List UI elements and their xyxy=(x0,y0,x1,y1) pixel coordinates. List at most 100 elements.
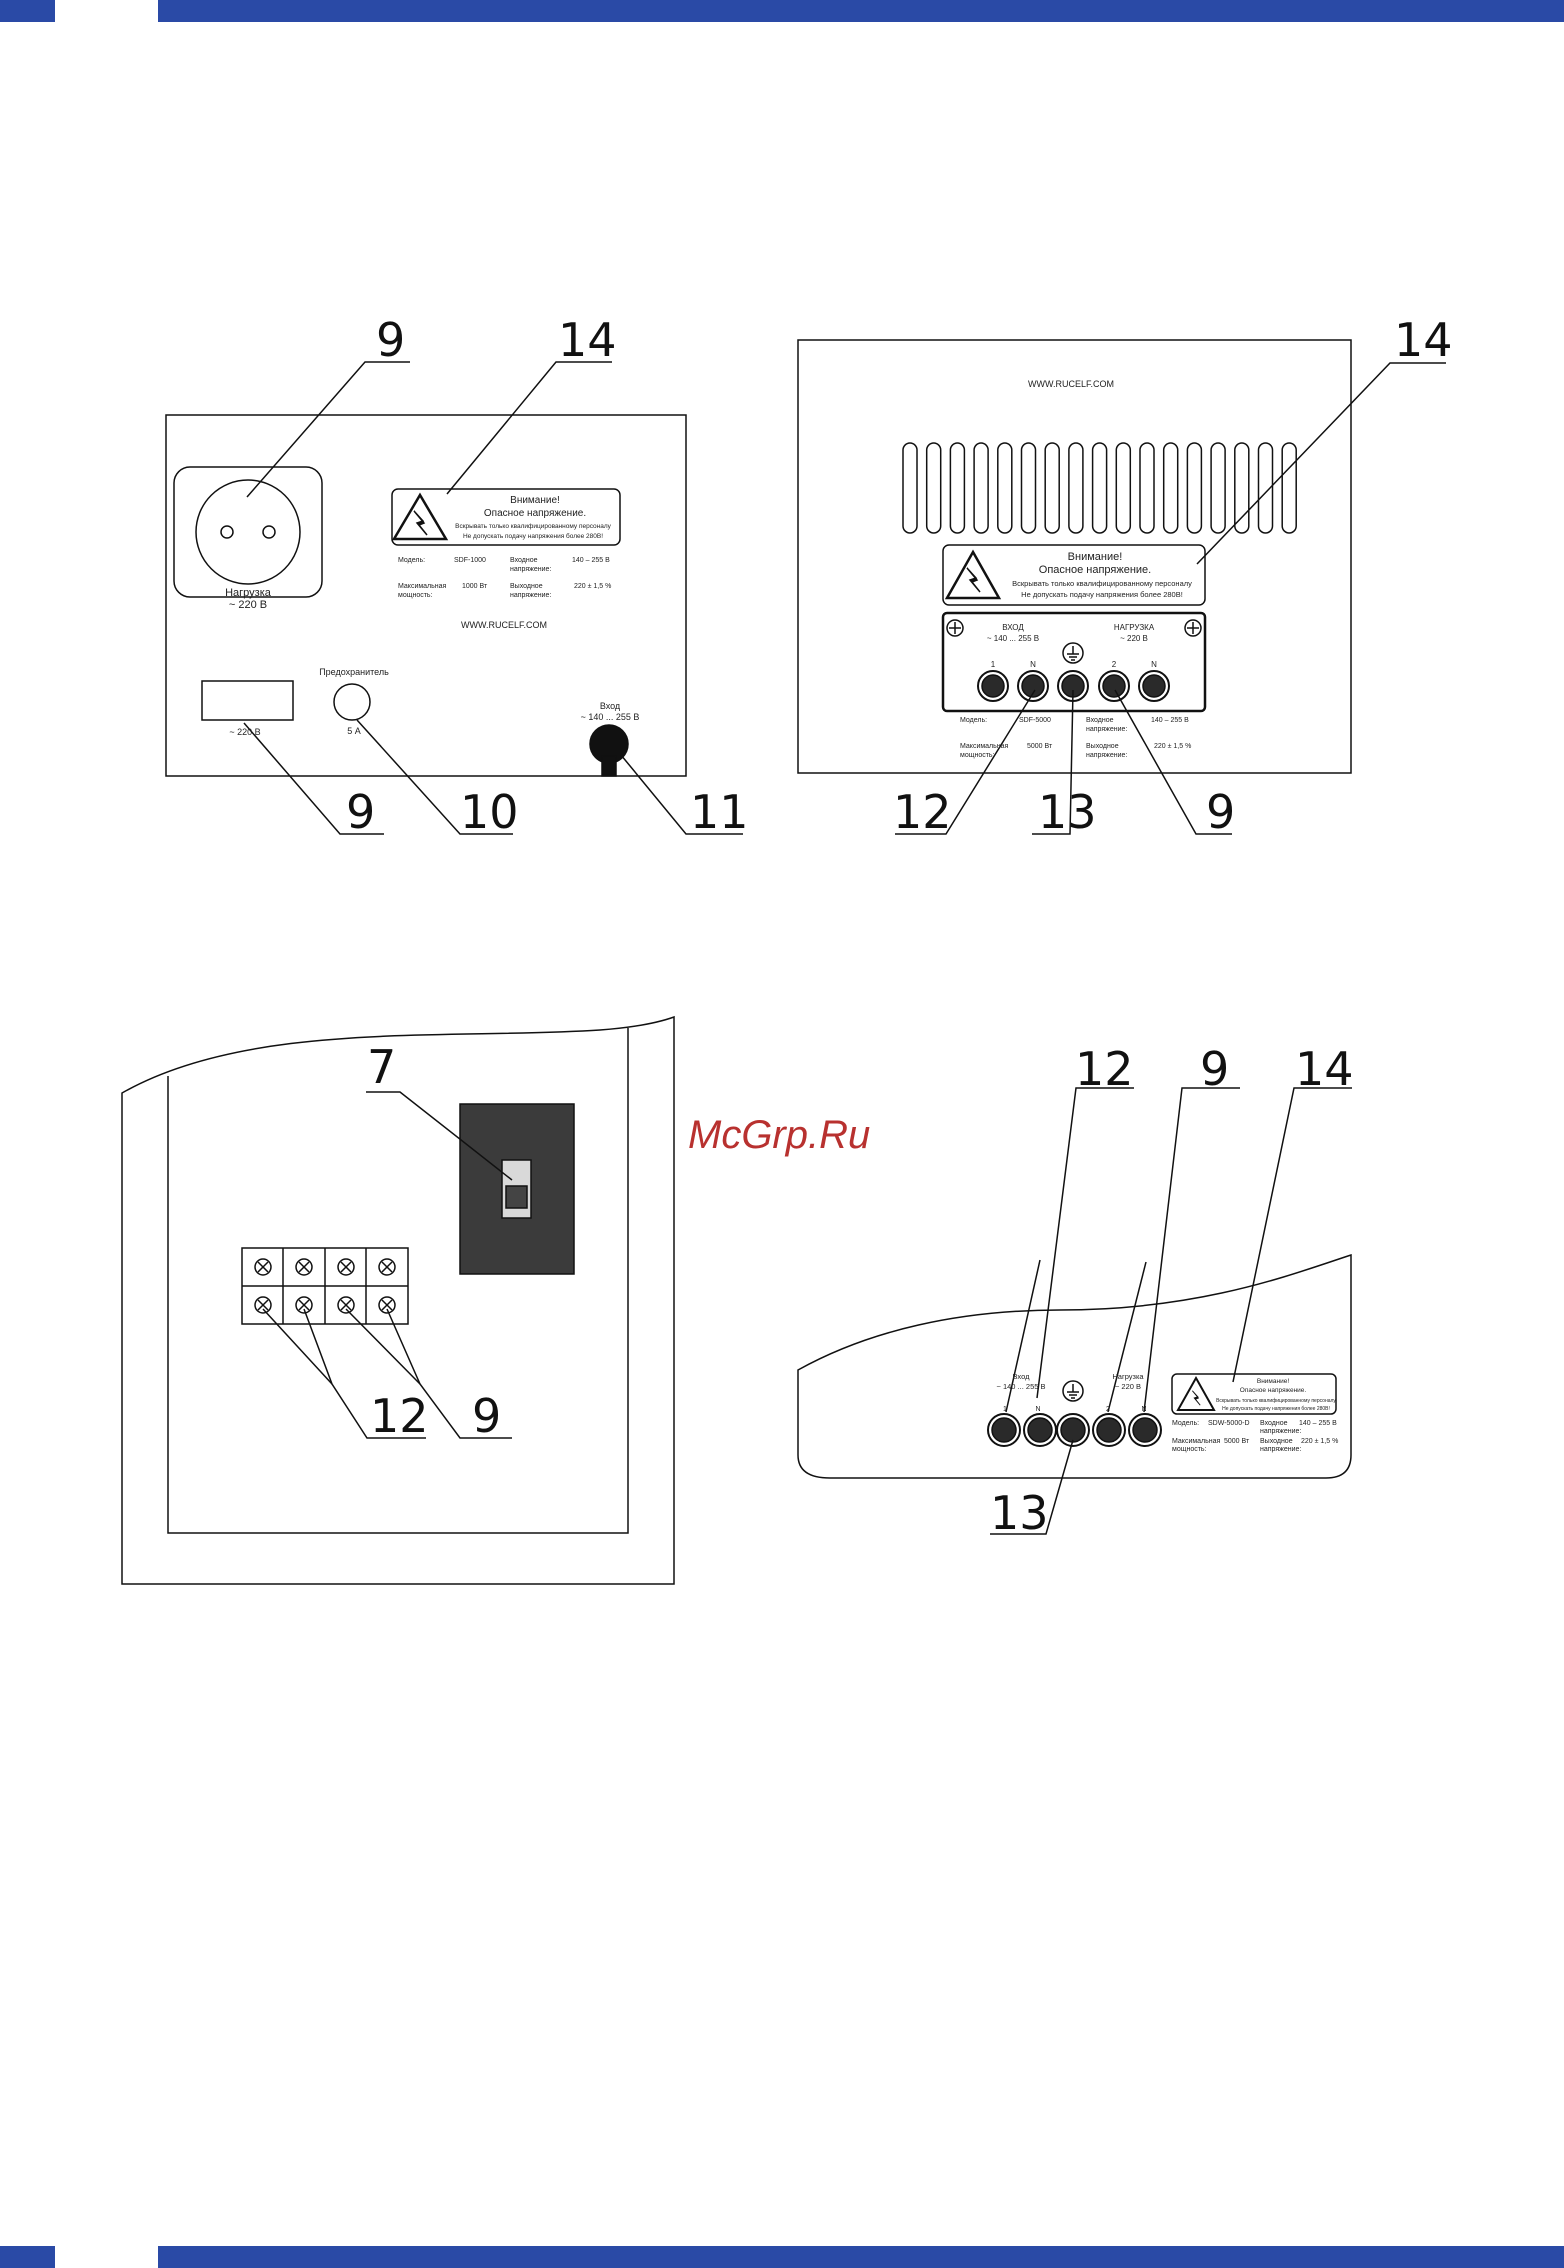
warning-title: Внимание! xyxy=(1257,1378,1289,1385)
terminal-post xyxy=(1027,1417,1053,1443)
spec-power-value: 5000 Вт xyxy=(1027,743,1053,750)
fig3-terminal-screw-icon xyxy=(295,1258,313,1276)
spec-model-label: Модель: xyxy=(398,557,425,564)
fig3-leader-9 xyxy=(386,1308,512,1439)
warning-line-2: Не допускать подачу напряжения более 280… xyxy=(463,532,603,540)
terminal-post xyxy=(1142,674,1166,698)
warning-subtitle: Опасное напряжение. xyxy=(1039,564,1151,576)
callout-14: 14 xyxy=(1394,313,1453,367)
figure-2 xyxy=(797,339,1446,835)
load-title: Нагрузка xyxy=(1112,1372,1144,1381)
fig2-lightning-icon xyxy=(966,567,981,593)
vent-slot xyxy=(949,442,966,534)
fig2-screw-left-icon xyxy=(946,619,964,637)
callout-10: 10 xyxy=(460,785,519,839)
input-range: ~ 140 ... 255 В xyxy=(997,1382,1046,1391)
fig4-leader-14 xyxy=(1232,1087,1352,1383)
warning-line-1: Вскрывать только квалифицированному перс… xyxy=(1216,1398,1336,1404)
spec-power-label: Максимальная xyxy=(960,743,1009,750)
fig2-leader-14 xyxy=(1196,362,1446,565)
terminal-post xyxy=(981,674,1005,698)
fig1-socket-frame xyxy=(173,466,323,598)
vent-slot xyxy=(1139,442,1155,534)
fig1-back-panel xyxy=(165,414,687,777)
website-url: WWW.RUCELF.COM xyxy=(461,620,547,630)
spec-output-label: напряжение: xyxy=(510,592,551,599)
vent-slot xyxy=(1186,442,1203,534)
fig3-leader-7 xyxy=(366,1091,513,1181)
fig3-terminal-screw-icon xyxy=(337,1258,355,1276)
vent-slot xyxy=(925,442,942,534)
warning-line-2: Не допускать подачу напряжения более 280… xyxy=(1021,590,1183,599)
terminal-post xyxy=(991,1417,1017,1443)
fig3-leader-12 xyxy=(303,1308,426,1439)
warning-title: Внимание! xyxy=(510,495,560,506)
fig2-ventilation-slots xyxy=(902,442,1297,534)
fig2-terminal-block xyxy=(941,611,1207,713)
terminal-post xyxy=(1060,1417,1086,1443)
figure-3 xyxy=(121,1015,675,1585)
fig4-leader-9-branch xyxy=(1107,1261,1147,1413)
callout-12: 12 xyxy=(1075,1042,1134,1096)
fig4-lightning-icon xyxy=(1191,1390,1201,1406)
load-range: ~ 220 В xyxy=(1120,634,1148,643)
fig4-leader-12-branch xyxy=(1005,1259,1041,1413)
fuse-label: Предохранитель xyxy=(319,667,389,677)
spec-model-label: Модель: xyxy=(960,717,987,724)
fig1-lightning-icon xyxy=(413,510,428,536)
spec-power-value: 1000 Вт xyxy=(462,583,488,590)
spec-model-value: SDF-1000 xyxy=(454,557,486,564)
fuse-rating: 5 А xyxy=(347,726,361,736)
fig1-leader-10 xyxy=(356,719,513,835)
fig1-fuse xyxy=(333,683,371,721)
spec-input-label: напряжение: xyxy=(1260,1428,1301,1435)
spec-input-label: Входное xyxy=(1260,1420,1288,1427)
fig4-leader-9 xyxy=(1143,1087,1240,1413)
figure-4 xyxy=(797,1087,1352,1535)
fig4-warning-label xyxy=(1171,1373,1337,1415)
fig2-rear-panel xyxy=(797,339,1352,774)
vent-slot xyxy=(997,442,1013,534)
terminal-post xyxy=(1132,1417,1158,1443)
callout-7: 7 xyxy=(367,1040,396,1094)
fig2-leader-12 xyxy=(895,689,1036,835)
load-range: ~ 220 В xyxy=(1115,1382,1141,1391)
terminal-post xyxy=(1102,674,1126,698)
spec-output-label: напряжение: xyxy=(1086,752,1127,759)
vent-slot xyxy=(1257,442,1274,534)
vent-slot xyxy=(1234,442,1250,534)
fig3-terminal-screw-icon xyxy=(254,1296,272,1314)
spec-power-label: мощность: xyxy=(1172,1446,1207,1453)
fig3-leader-9 xyxy=(345,1308,421,1385)
spec-output-label: Выходное xyxy=(1260,1438,1293,1445)
website-url: WWW.RUCELF.COM xyxy=(1028,379,1114,389)
fig1-cable-stub xyxy=(601,755,617,777)
fig1-warning-label xyxy=(391,488,621,546)
fig1-leader-14 xyxy=(446,361,612,495)
fig2-text: 14 12 13 9 WWW.RUCELF.COM Внимание! Опас… xyxy=(893,313,1453,839)
fig1-socket xyxy=(195,479,301,585)
callout-9: 9 xyxy=(376,313,405,367)
fig1-socket-pin-right xyxy=(262,525,276,539)
vent-slot xyxy=(902,442,918,534)
fig1-outlet xyxy=(201,680,294,721)
callout-13: 13 xyxy=(990,1486,1049,1540)
terminal-label: N xyxy=(1151,660,1157,669)
callout-9: 9 xyxy=(1200,1042,1229,1096)
outlet-voltage: ~ 220 В xyxy=(229,727,260,737)
fig3-terminal-screw-icon xyxy=(378,1258,396,1276)
fig4-housing xyxy=(797,1253,1352,1479)
spec-model-value: SDF-5000 xyxy=(1019,717,1051,724)
input-title: Вход xyxy=(1013,1372,1031,1381)
figure-1 xyxy=(165,361,743,835)
fig2-warning-label xyxy=(942,544,1206,606)
vent-slot xyxy=(1281,442,1297,534)
fig1-warning-triangle-icon xyxy=(391,492,449,541)
spec-model-label: Модель: xyxy=(1172,1420,1199,1427)
warning-line-2: Не допускать подачу напряжения более 280… xyxy=(1222,1406,1330,1412)
fig1-socket-pin-left xyxy=(220,525,234,539)
callout-9: 9 xyxy=(472,1389,501,1443)
fig4-leader-13 xyxy=(990,1439,1074,1535)
warning-subtitle: Опасное напряжение. xyxy=(1240,1387,1307,1394)
